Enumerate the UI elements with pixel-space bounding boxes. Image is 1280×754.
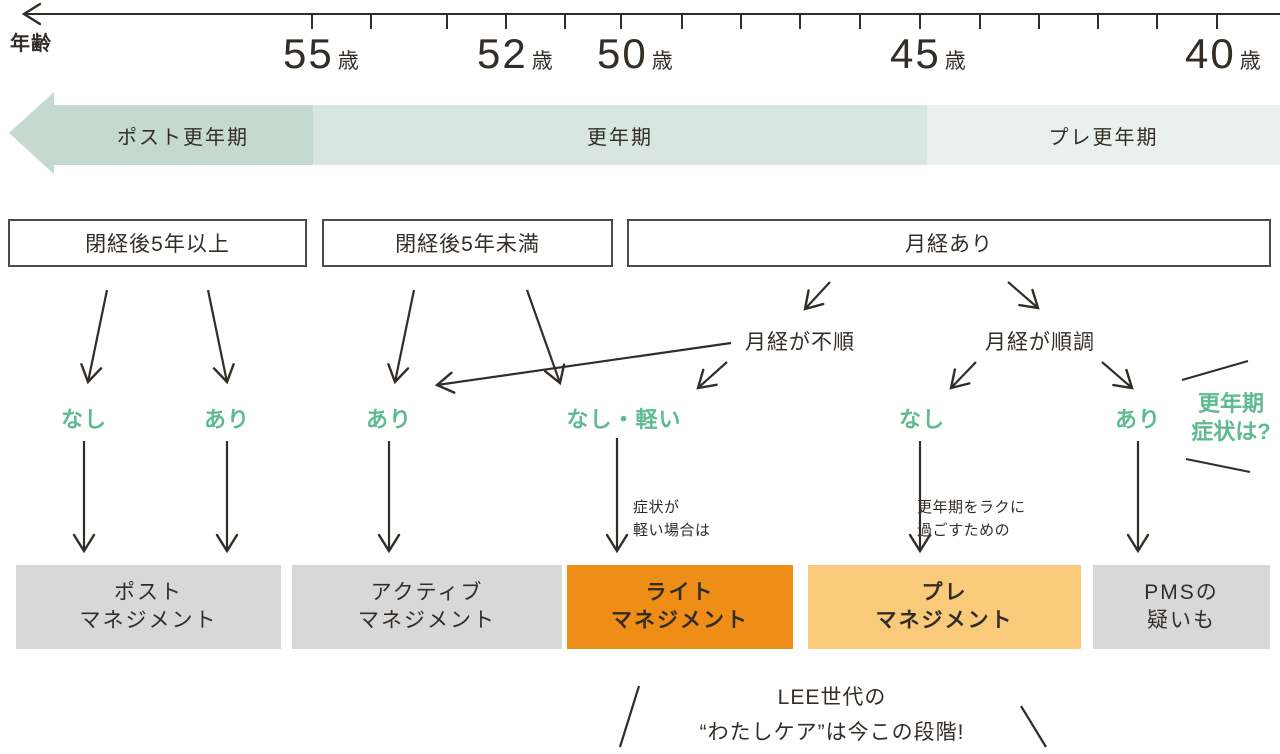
axis-title: 年齢: [10, 33, 52, 55]
symptom-label-none-2: なし: [898, 407, 945, 432]
outcome-box-active-management: アクティブ マネジメント: [292, 565, 562, 649]
annotation-line1: 更年期をラクに: [917, 499, 1026, 516]
footer-line1: LEE世代の: [777, 686, 887, 709]
annotation-line1: 症状が: [633, 499, 680, 516]
outcome-box-post-management: ポスト マネジメント: [16, 565, 281, 649]
outcome-box-light-management: ライト マネジメント: [567, 565, 793, 649]
age-number: 52: [477, 30, 528, 77]
condition-label: 閉経後5年以上: [85, 233, 230, 256]
condition-label: 月経あり: [905, 233, 993, 256]
age-unit: 歳: [531, 50, 553, 73]
symptom-label-yes-2: あり: [365, 407, 412, 432]
footer-strokes: [618, 685, 1047, 748]
symptom-label-yes-1: あり: [203, 407, 250, 432]
outcome-line1: アクティブ: [370, 581, 484, 604]
age-number: 55: [283, 30, 334, 77]
age-tick-label-50: 50 歳: [597, 33, 673, 75]
symptom-label-none-mild: なし・軽い: [566, 407, 682, 432]
outcome-box-pre-management: プレ マネジメント: [808, 565, 1081, 649]
outcome-line2: マネジメント: [611, 609, 749, 632]
phase-band-post-menopause: ポスト更年期: [53, 105, 313, 165]
phase-band-pre-menopause: プレ更年期: [927, 105, 1280, 165]
age-number: 50: [597, 30, 648, 77]
age-tick-label-45: 45 歳: [890, 33, 966, 75]
outcome-line2: マネジメント: [875, 609, 1014, 632]
branch-irregular-period: 月経が不順: [745, 331, 855, 354]
side-note-line2: 症状は?: [1191, 419, 1271, 444]
phase-band-menopause: 更年期: [313, 105, 927, 165]
annotation-line2: 軽い場合は: [633, 522, 711, 539]
outcome-line1: ポスト: [114, 581, 183, 604]
age-tick-label-40: 40 歳: [1185, 33, 1261, 75]
branch-regular-period: 月経が順調: [985, 331, 1095, 354]
symptom-label-yes-3: あり: [1114, 407, 1161, 432]
condition-box-under5y: 閉経後5年未満: [322, 219, 613, 267]
age-tick-label-52: 52 歳: [477, 33, 553, 75]
age-unit: 歳: [944, 50, 966, 73]
age-number: 45: [890, 30, 941, 77]
outcome-line2: 疑いも: [1147, 609, 1216, 632]
phase-band-arrowhead: [9, 92, 54, 174]
condition-box-menstruating: 月経あり: [627, 219, 1271, 267]
age-unit: 歳: [337, 50, 359, 73]
condition-label: 閉経後5年未満: [395, 233, 540, 256]
condition-box-post5y: 閉経後5年以上: [8, 219, 307, 267]
phase-label: プレ更年期: [1048, 126, 1159, 149]
annotation-line2: 過ごすための: [917, 522, 1011, 539]
side-note-line1: 更年期: [1197, 391, 1264, 416]
annotation-ease-menopause: 更年期をラクに 過ごすための: [917, 496, 1026, 542]
outcome-line1: プレ: [921, 581, 968, 604]
side-note-strokes: [1181, 360, 1251, 473]
age-axis: [21, 2, 1280, 29]
side-note-menopause-symptoms: 更年期 症状は?: [1183, 390, 1279, 446]
annotation-mild-symptoms: 症状が 軽い場合は: [633, 496, 711, 542]
phase-label: 更年期: [587, 126, 653, 149]
outcome-line1: PMSの: [1144, 581, 1219, 604]
age-unit: 歳: [1239, 50, 1261, 73]
outcome-line2: マネジメント: [358, 609, 496, 632]
outcome-box-pms-suspected: PMSの 疑いも: [1093, 565, 1270, 649]
outcome-line2: マネジメント: [79, 609, 218, 632]
age-unit: 歳: [651, 50, 673, 73]
outcome-line1: ライト: [645, 581, 715, 604]
age-number: 40: [1185, 30, 1236, 77]
flow-arrows: [72, 281, 1150, 554]
footer-line2: “わたしケア”は今この段階!: [699, 721, 965, 744]
age-tick-label-55: 55 歳: [283, 33, 359, 75]
symptom-label-none-1: なし: [60, 407, 107, 432]
phase-label: ポスト更年期: [117, 126, 249, 149]
